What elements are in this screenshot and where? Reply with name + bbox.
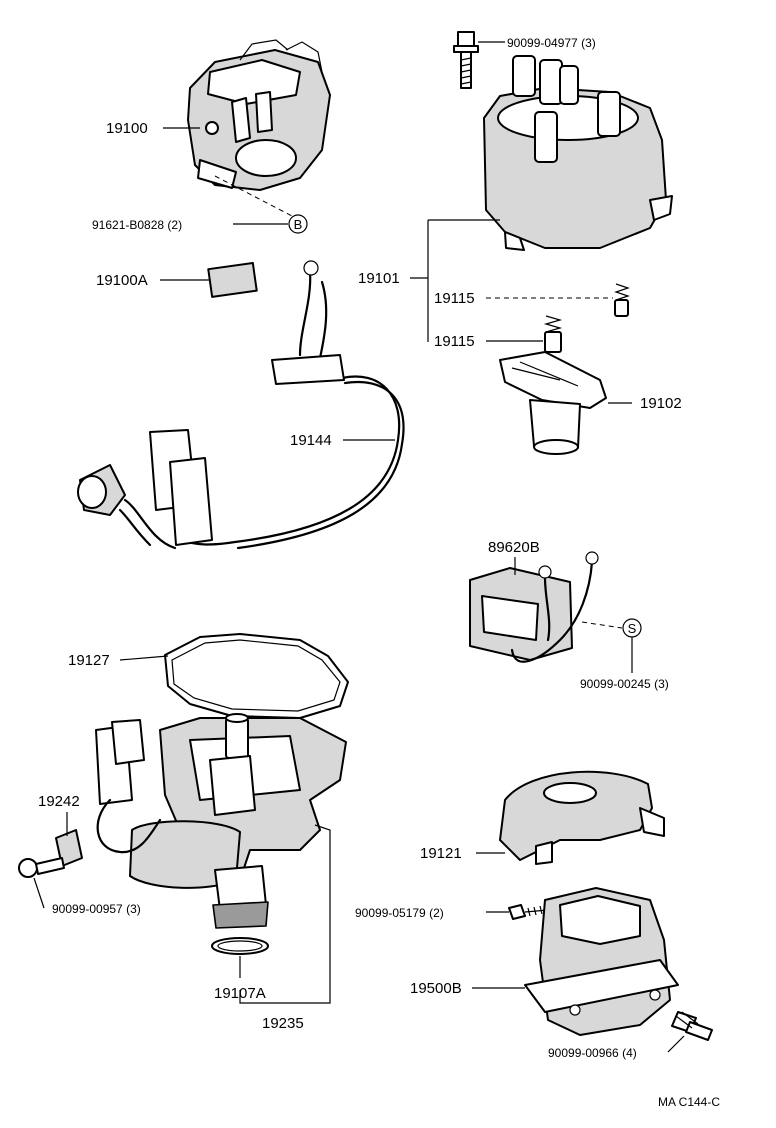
cap-carbon-illustration bbox=[543, 315, 563, 353]
label-19115-spring: 19115 bbox=[434, 290, 475, 307]
svg-text:S: S bbox=[628, 621, 637, 636]
marker-b: B bbox=[288, 214, 308, 234]
label-19101: 19101 bbox=[358, 270, 400, 287]
wire-harness-illustration bbox=[77, 260, 405, 550]
svg-text:B: B bbox=[294, 217, 303, 232]
label-89620B: 89620B bbox=[488, 539, 540, 556]
rotor-illustration bbox=[499, 351, 607, 455]
label-19127: 19127 bbox=[68, 652, 110, 669]
marker-s: S bbox=[622, 618, 642, 638]
leader-lines bbox=[33, 41, 685, 1053]
label-19107A: 19107A bbox=[214, 985, 266, 1002]
label-plate-illustration bbox=[207, 261, 258, 298]
label-19242: 19242 bbox=[38, 793, 80, 810]
label-90099-00957: 90099-00957 (3) bbox=[52, 902, 141, 916]
cover-illustration bbox=[499, 770, 665, 865]
label-19115-carbon: 19115 bbox=[434, 333, 475, 350]
bolt-00966-illustration bbox=[671, 1011, 713, 1041]
label-19235: 19235 bbox=[262, 1015, 304, 1032]
igniter-illustration bbox=[469, 551, 599, 663]
diagram-code: MA C144-C bbox=[658, 1095, 720, 1109]
bolt-04977-illustration bbox=[453, 31, 479, 89]
label-90099-00245: 90099-00245 (3) bbox=[580, 677, 669, 691]
label-19144: 19144 bbox=[290, 432, 332, 449]
label-91621-B0828: 91621-B0828 (2) bbox=[92, 218, 182, 232]
ignition-coil-illustration bbox=[524, 887, 679, 1036]
screw-05179-illustration bbox=[508, 904, 549, 920]
label-19121: 19121 bbox=[420, 845, 462, 862]
label-90099-05179: 90099-05179 (2) bbox=[355, 906, 444, 920]
label-19102: 19102 bbox=[640, 395, 682, 412]
screw-00957-illustration bbox=[18, 857, 65, 878]
connector-clamp-illustration bbox=[55, 719, 162, 867]
cap-spring-illustration bbox=[614, 283, 630, 317]
label-90099-00966: 90099-00966 (4) bbox=[548, 1046, 637, 1060]
label-19500B: 19500B bbox=[410, 980, 462, 997]
label-19100A: 19100A bbox=[96, 272, 148, 289]
distributor-cap-illustration bbox=[483, 55, 673, 251]
label-90099-04977: 90099-04977 (3) bbox=[507, 36, 596, 50]
gasket-illustration bbox=[164, 633, 349, 719]
housing-illustration bbox=[129, 713, 347, 955]
label-19100: 19100 bbox=[106, 120, 148, 137]
distributor-assembly-illustration bbox=[187, 39, 331, 191]
